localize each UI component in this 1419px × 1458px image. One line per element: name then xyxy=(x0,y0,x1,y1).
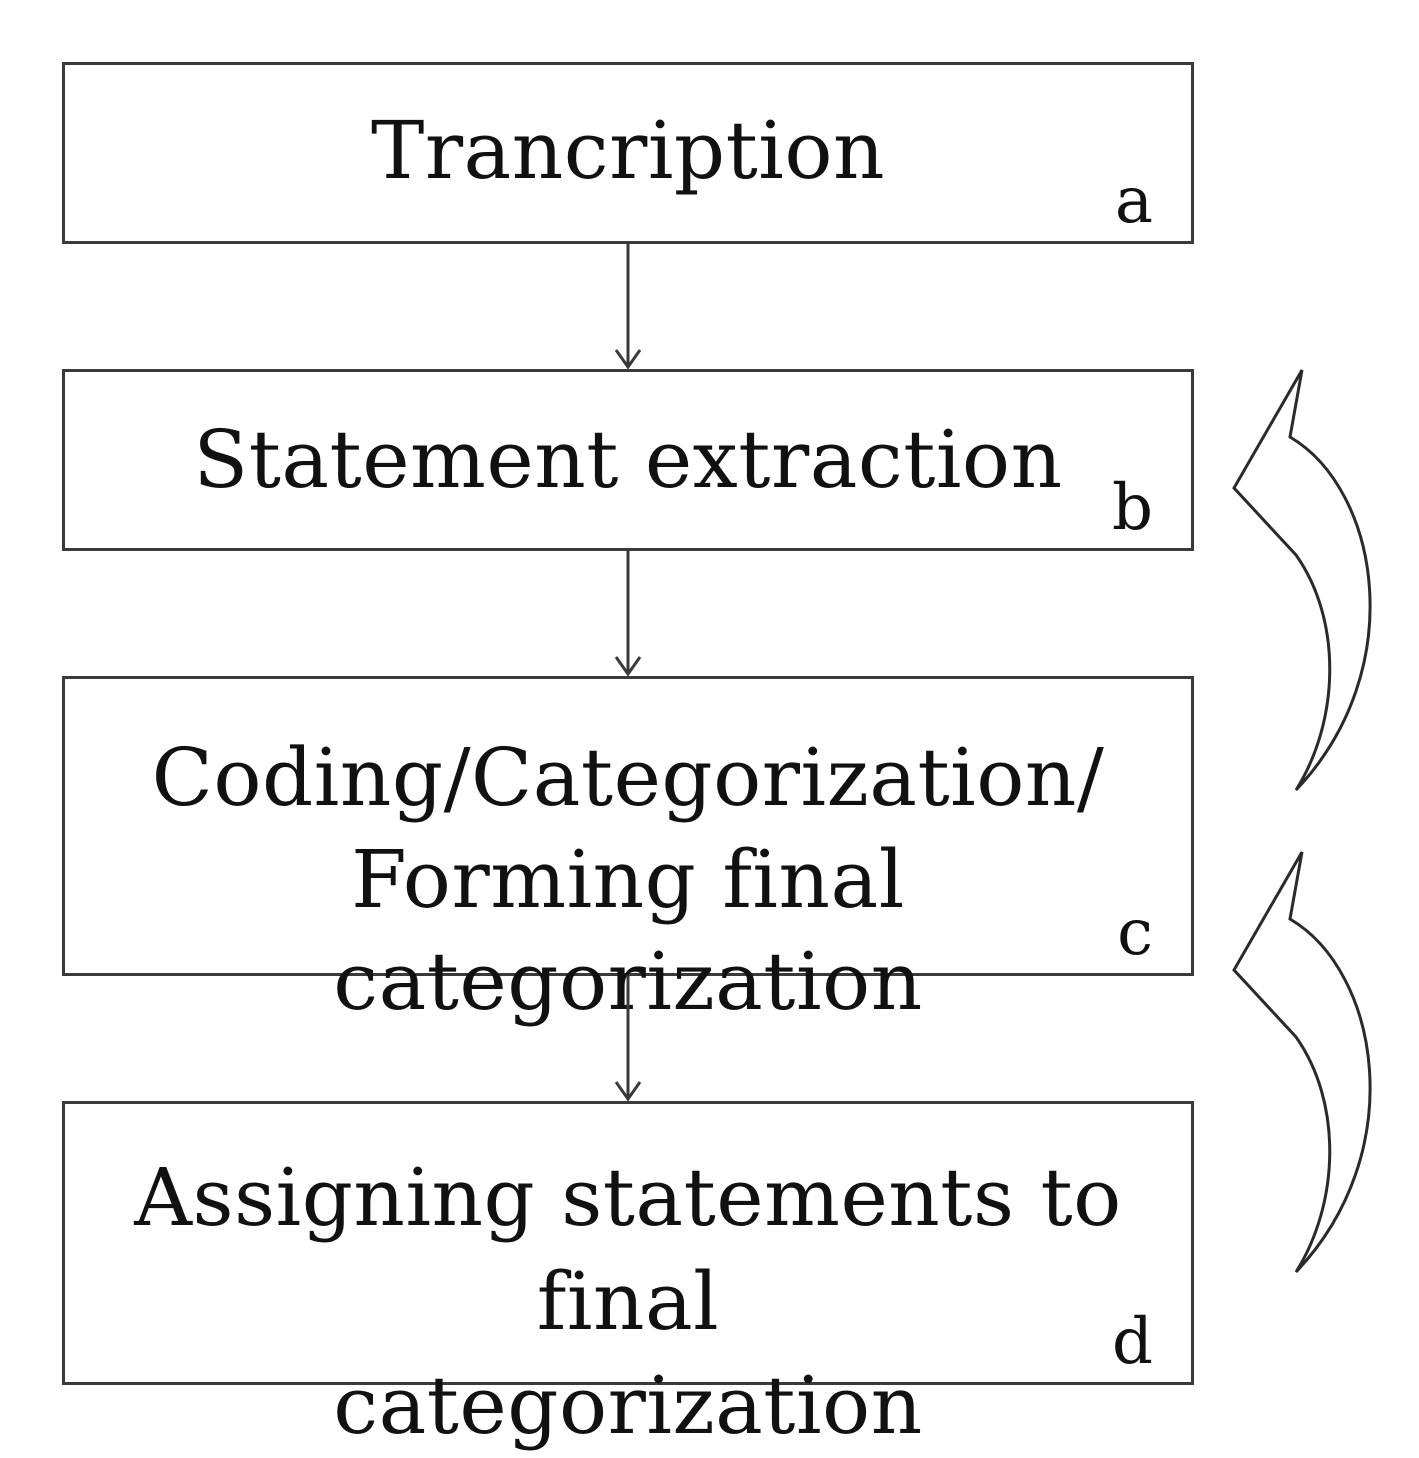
step-box-assigning-statements: Assigning statements to final categoriza… xyxy=(62,1101,1194,1452)
step-title-line: Statement extraction xyxy=(193,413,1063,506)
step-letter: a xyxy=(1114,164,1153,238)
step-title-line: categorization xyxy=(333,1359,923,1452)
step-box-statement-extraction: Statement extraction b xyxy=(62,369,1194,551)
step-title-line: Forming final categorization xyxy=(333,833,923,1028)
step-title: Coding/Categorization/ Forming final cat… xyxy=(65,727,1191,1033)
step-letter: b xyxy=(1112,471,1153,545)
step-box-transcription: Trancription a xyxy=(62,62,1194,244)
step-title-line: Assigning statements to final xyxy=(134,1151,1122,1348)
step-box-coding-categorization: Coding/Categorization/ Forming final cat… xyxy=(62,676,1194,1028)
feedback-arrow-d-to-c-icon xyxy=(1232,851,1372,1274)
down-arrow-a-to-b xyxy=(614,244,642,370)
step-title: Trancription xyxy=(65,101,1191,201)
step-letter: c xyxy=(1117,896,1153,970)
step-title: Assigning statements to final categoriza… xyxy=(65,1146,1191,1458)
step-title-line: Trancription xyxy=(370,104,886,197)
step-letter: d xyxy=(1112,1305,1153,1379)
feedback-arrow-c-to-b-icon xyxy=(1232,369,1372,792)
down-arrow-b-to-c xyxy=(614,551,642,677)
step-title: Statement extraction xyxy=(65,410,1191,510)
step-title-line: Coding/Categorization/ xyxy=(151,731,1105,824)
